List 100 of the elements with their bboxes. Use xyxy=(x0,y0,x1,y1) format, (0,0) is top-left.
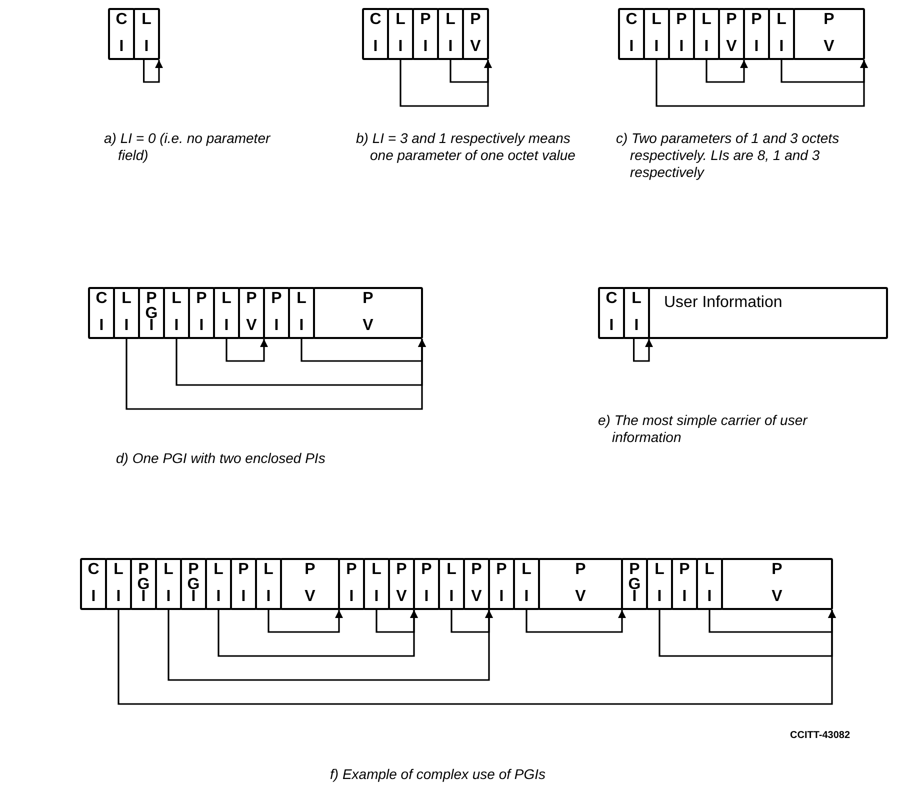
field-code-letter: P xyxy=(726,12,737,27)
octet-cell xyxy=(387,8,414,60)
octet-cell xyxy=(213,287,240,339)
field-code-letter: I xyxy=(654,39,659,55)
field-code-letter: V xyxy=(575,589,586,605)
field-code-letter: I xyxy=(629,39,634,55)
field-code-letter: I xyxy=(349,589,354,605)
octet-cell xyxy=(180,558,207,610)
field-code-letter: P xyxy=(196,291,207,306)
field-code-letter: L xyxy=(122,291,132,306)
field-code-letter: I xyxy=(374,589,379,605)
field-code-letter: L xyxy=(446,12,456,27)
octet-cell xyxy=(718,8,745,60)
octet-cell xyxy=(598,287,625,339)
length-arrow xyxy=(526,610,626,633)
octet-cell xyxy=(743,8,770,60)
caption: a) LI = 0 (i.e. no parameter field) xyxy=(104,130,272,164)
field-code-letter: I xyxy=(191,589,196,605)
octet-cell xyxy=(263,287,290,339)
field-code-letter: I xyxy=(166,589,171,605)
field-label: User Information xyxy=(664,295,782,311)
octet-cell xyxy=(696,558,723,610)
field-code-letter: I xyxy=(779,39,784,55)
length-arrow xyxy=(656,60,868,107)
octet-cell xyxy=(623,287,650,339)
field-code-letter: I xyxy=(448,39,453,55)
field-code-letter: I xyxy=(707,589,712,605)
length-arrow xyxy=(633,339,653,362)
field-code-letter: V xyxy=(824,39,834,55)
octet-cell xyxy=(437,8,464,60)
octet-cell xyxy=(155,558,182,610)
field-code-letter: V xyxy=(246,318,257,334)
octet-cell xyxy=(463,558,490,610)
field-code-letter: L xyxy=(704,562,714,577)
field-code-letter: I xyxy=(682,589,687,605)
field-code-letter: I xyxy=(704,39,709,55)
field-code-letter: C xyxy=(626,12,638,27)
field-code-letter: P xyxy=(496,562,507,577)
octet-cell xyxy=(768,8,795,60)
field-code-letter: I xyxy=(99,318,104,334)
field-code-letter: I xyxy=(424,589,429,605)
field-code-letter: I xyxy=(679,39,684,55)
field-code-letter: P xyxy=(246,291,257,306)
field-code-letter: L xyxy=(522,562,532,577)
field-code-letter: I xyxy=(144,39,149,55)
caption: c) Two parameters of 1 and 3 octets respectively. LIs are 8, 1 and 3 respectively xyxy=(616,130,840,181)
field-code-letter: I xyxy=(398,39,403,55)
field-code-letter: I xyxy=(266,589,271,605)
field-code-letter: L xyxy=(264,562,274,577)
figure-number: CCITT-43082 xyxy=(790,729,852,743)
field-code-letter: I xyxy=(449,589,454,605)
field-code-letter: L xyxy=(222,291,232,306)
octet-cell xyxy=(668,8,695,60)
octet-cell xyxy=(133,8,160,60)
caption: e) The most simple carrier of user information xyxy=(598,412,809,446)
octet-cell xyxy=(388,558,415,610)
field-code-letter: C xyxy=(606,291,618,306)
field-code-letter: I xyxy=(116,589,121,605)
length-arrow xyxy=(143,60,163,83)
octet-cell xyxy=(363,558,390,610)
octet-cell xyxy=(88,287,115,339)
field-code-letter: V xyxy=(396,589,407,605)
length-arrow xyxy=(168,610,493,681)
field-code-letter: V xyxy=(470,39,481,55)
field-code-letter: L xyxy=(214,562,224,577)
field-code-letter: P xyxy=(629,562,640,577)
field-code-letter: V xyxy=(362,318,374,334)
field-code-letter: P xyxy=(751,12,762,27)
octet-cell xyxy=(163,287,190,339)
field-code-letter: L xyxy=(654,562,664,577)
length-arrow xyxy=(126,339,426,410)
field-code-letter: P xyxy=(271,291,282,306)
field-code-letter: L xyxy=(652,12,662,27)
field-code-letter: L xyxy=(164,562,174,577)
octet-cell xyxy=(646,558,673,610)
field-code-letter: I xyxy=(241,589,246,605)
field-code-letter: P xyxy=(679,562,690,577)
field-code-letter: I xyxy=(274,318,279,334)
field-code-letter: P xyxy=(304,562,316,577)
octet-cell xyxy=(538,558,623,610)
field-code-letter: I xyxy=(141,589,146,605)
field-code-letter: I xyxy=(91,589,96,605)
octet-cell xyxy=(113,287,140,339)
field-code-letter: I xyxy=(632,589,637,605)
field-code-letter: P xyxy=(470,12,481,27)
field-code-letter: V xyxy=(471,589,482,605)
field-code-letter: V xyxy=(726,39,737,55)
octet-cell xyxy=(280,558,340,610)
octet-cell xyxy=(412,8,439,60)
octet-cell xyxy=(105,558,132,610)
field-code-letter: L xyxy=(396,12,406,27)
field-code-letter: I xyxy=(524,589,529,605)
length-arrow xyxy=(118,610,836,705)
octet-cell xyxy=(108,8,135,60)
field-code-letter: I xyxy=(657,589,662,605)
field-code-letter: I xyxy=(119,39,124,55)
length-arrow xyxy=(400,60,492,107)
octet-cell xyxy=(230,558,257,610)
field-code-letter: P xyxy=(676,12,687,27)
octet-cell xyxy=(793,8,865,60)
